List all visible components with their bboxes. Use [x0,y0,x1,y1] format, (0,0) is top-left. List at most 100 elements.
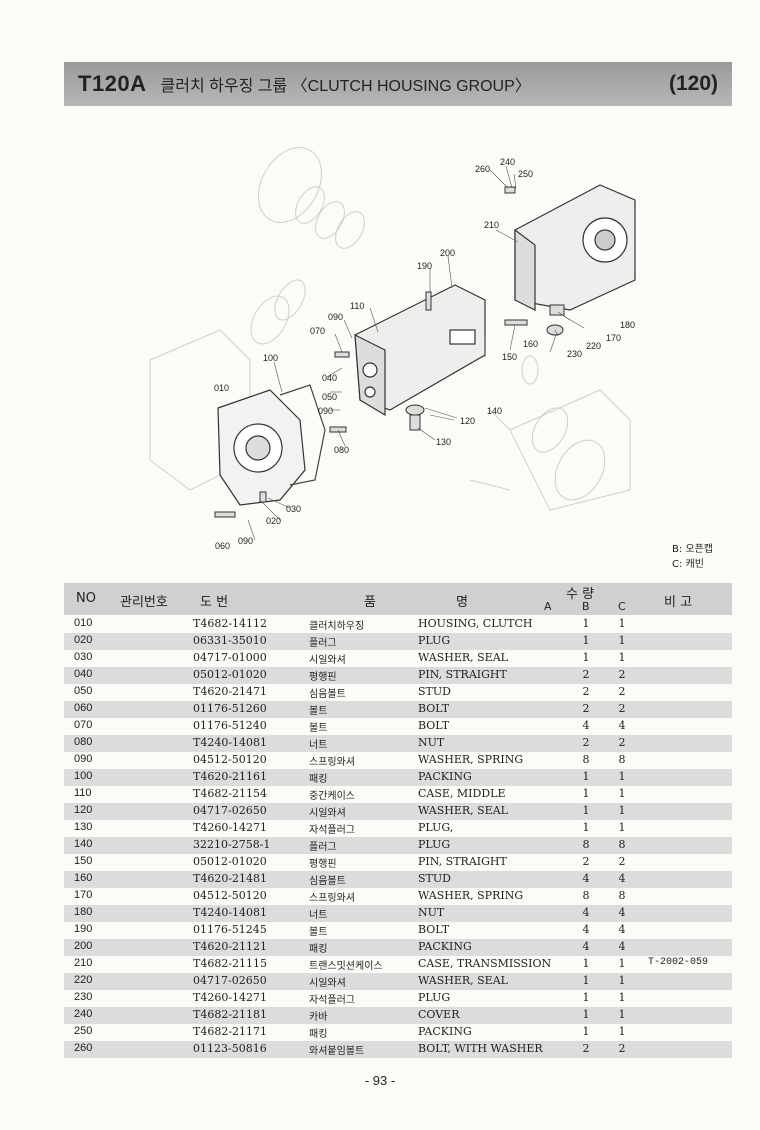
cell-english-name: WASHER, SEAL [418,804,508,817]
cell-no: 050 [74,685,93,697]
cell-qty-b: 1 [582,991,590,1004]
cell-part-number: T4240-14081 [193,906,268,919]
cell-qty-c: 4 [618,923,626,936]
cell-qty-b: 4 [582,906,590,919]
callout-030: 030 [286,504,301,514]
cell-qty-b: 2 [582,855,590,868]
cell-qty-b: 4 [582,872,590,885]
cell-korean-name: 자석플러그 [309,825,355,836]
callout-130: 130 [436,437,451,447]
cell-korean-name: 평행핀 [309,672,337,683]
cell-english-name: BOLT [418,719,450,732]
cell-qty-c: 1 [618,991,626,1004]
cell-korean-name: 패킹 [309,1029,328,1040]
cell-qty-c: 2 [618,855,626,868]
cell-part-number: T4620-21481 [193,872,268,885]
cell-no: 260 [74,1042,93,1054]
parts-table-header: NO 관리번호 도 번 품 명 수 량 A B C 비 고 [64,583,732,615]
cell-qty-c: 1 [618,821,626,834]
callout-170: 170 [606,333,621,343]
cell-english-name: STUD [418,872,451,885]
cell-qty-c: 4 [618,872,626,885]
cell-qty-b: 1 [582,634,590,647]
cell-no: 100 [74,770,93,782]
cell-english-name: PLUG, [418,821,454,834]
callout-230: 230 [567,349,582,359]
cell-qty-c: 2 [618,668,626,681]
callout-220: 220 [586,341,601,351]
cell-part-number: T4240-14081 [193,736,268,749]
exploded-parts-diagram: 260 240 250 210 200 190 110 090 070 100 … [149,147,636,551]
cell-english-name: PLUG [418,634,451,647]
callout-050: 050 [322,392,337,402]
cell-no: 080 [74,736,93,748]
cell-qty-c: 1 [618,957,626,970]
cell-part-number: T4682-21171 [193,1025,268,1038]
cell-korean-name: 트랜스밋션케이스 [309,961,383,972]
cell-korean-name: 시일와셔 [309,808,346,819]
cell-qty-c: 4 [618,906,626,919]
header-qty-a: A [544,600,552,613]
cell-no: 210 [74,957,93,969]
cell-part-number: T4620-21121 [193,940,268,953]
cell-korean-name: 카바 [309,1012,328,1023]
cell-no: 120 [74,804,93,816]
cell-korean-name: 볼트 [309,927,328,938]
cell-no: 250 [74,1025,93,1037]
callout-090-top: 090 [328,312,343,322]
cell-qty-c: 8 [618,838,626,851]
cell-no: 180 [74,906,93,918]
callout-190: 190 [417,261,432,271]
cell-korean-name: 자석플러그 [309,995,355,1006]
cell-english-name: WASHER, SEAL [418,651,508,664]
legend-c: C: 캐빈 [672,559,704,570]
cell-korean-name: 패킹 [309,944,328,955]
callout-080: 080 [334,445,349,455]
cell-qty-c: 1 [618,1025,626,1038]
callout-210: 210 [484,220,499,230]
cell-no: 230 [74,991,93,1003]
cell-english-name: COVER [418,1008,460,1021]
cell-qty-b: 8 [582,889,590,902]
group-code: T120A [78,71,147,96]
cell-no: 130 [74,821,93,833]
cell-korean-name: 패킹 [309,774,328,785]
cell-korean-name: 볼트 [309,706,328,717]
cell-part-number: 01123-50816 [193,1042,267,1055]
cell-no: 010 [74,617,93,629]
cell-qty-c: 1 [618,617,626,630]
cell-english-name: BOLT [418,923,450,936]
cell-qty-c: 4 [618,940,626,953]
cell-korean-name: 플러그 [309,842,337,853]
cell-english-name: PACKING [418,940,472,953]
cell-part-number: 04717-02650 [193,974,267,987]
header-qty: 수 량 [566,587,595,602]
cell-qty-c: 1 [618,787,626,800]
cell-qty-b: 2 [582,668,590,681]
cell-qty-b: 4 [582,923,590,936]
cell-no: 020 [74,634,93,646]
cell-qty-b: 1 [582,651,590,664]
cell-no: 070 [74,719,93,731]
callout-240: 240 [500,157,515,167]
cell-no: 160 [74,872,93,884]
cell-part-number: 04717-02650 [193,804,267,817]
page-header: T120A 클러치 하우징 그룹 〈CLUTCH HOUSING GROUP〉 … [64,62,732,106]
cell-english-name: NUT [418,736,445,749]
cell-qty-c: 1 [618,804,626,817]
header-name-1: 품 [364,595,376,610]
